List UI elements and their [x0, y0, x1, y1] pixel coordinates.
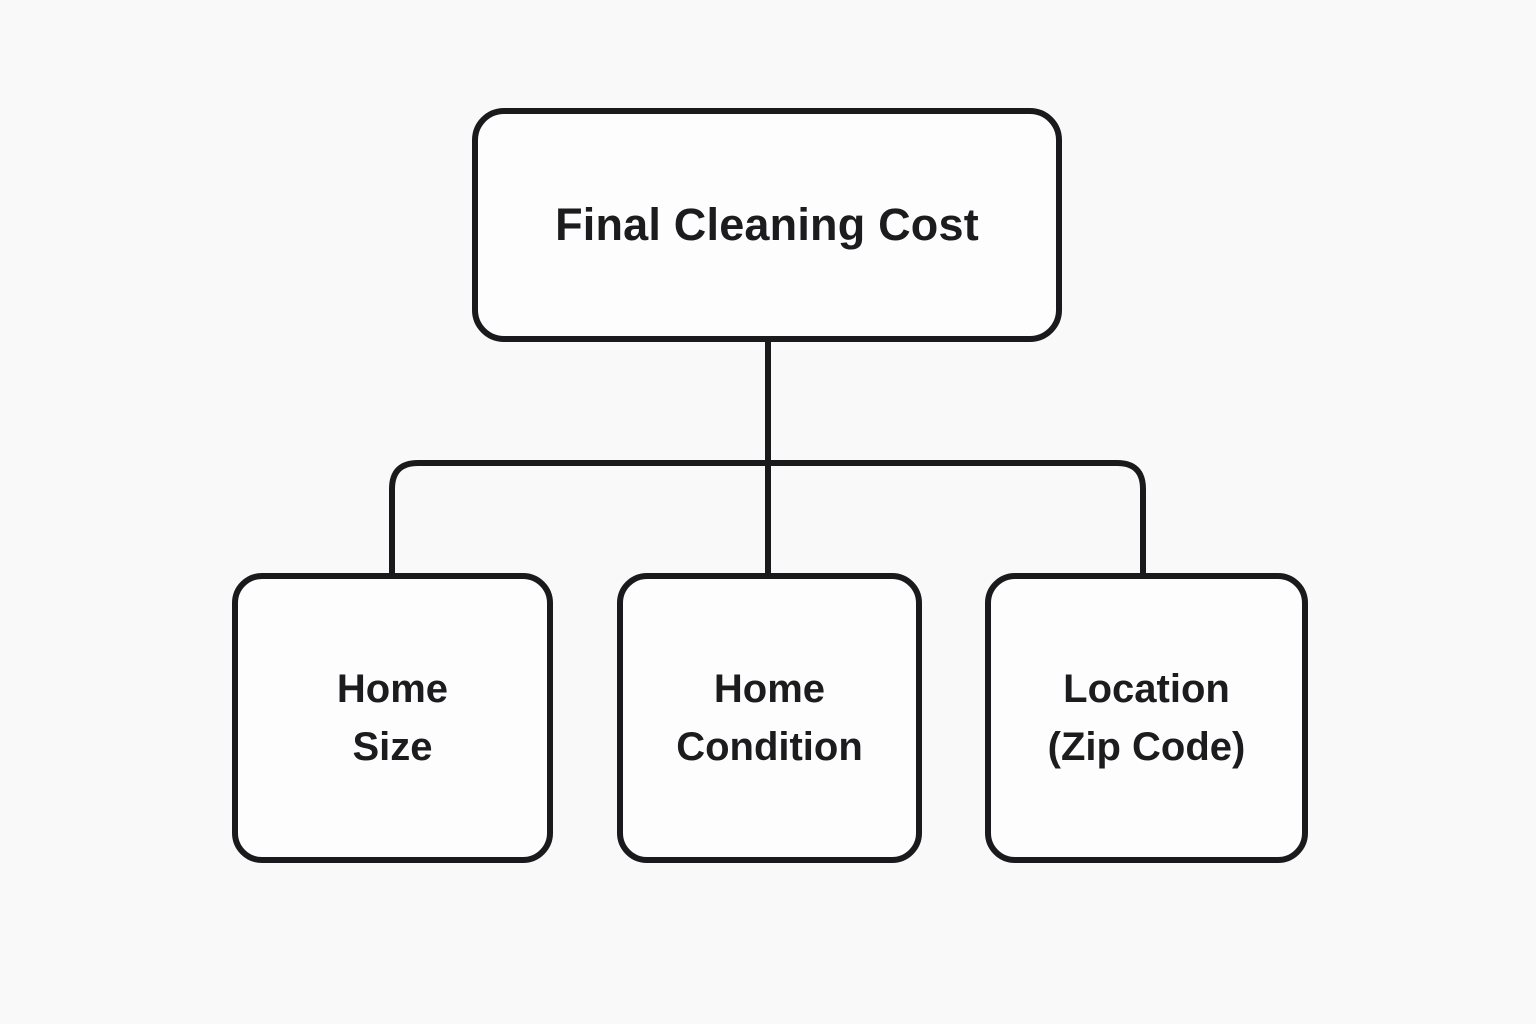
node-label-line: Location: [1063, 667, 1230, 711]
node-label-line: (Zip Code): [1047, 725, 1246, 769]
node-home-condition: Home Condition: [617, 573, 922, 863]
node-final-cleaning-cost: Final Cleaning Cost: [472, 108, 1062, 342]
node-label-line: Home: [713, 667, 826, 711]
connector-rail: [389, 460, 1146, 573]
node-home-size: Home Size: [232, 573, 553, 863]
node-label-line: Size: [352, 725, 433, 769]
node-label: Final Cleaning Cost: [555, 199, 979, 250]
node-label-line: Home: [336, 667, 449, 711]
node-label-line: Condition: [676, 725, 863, 769]
node-location-zip-code: Location (Zip Code): [985, 573, 1308, 863]
